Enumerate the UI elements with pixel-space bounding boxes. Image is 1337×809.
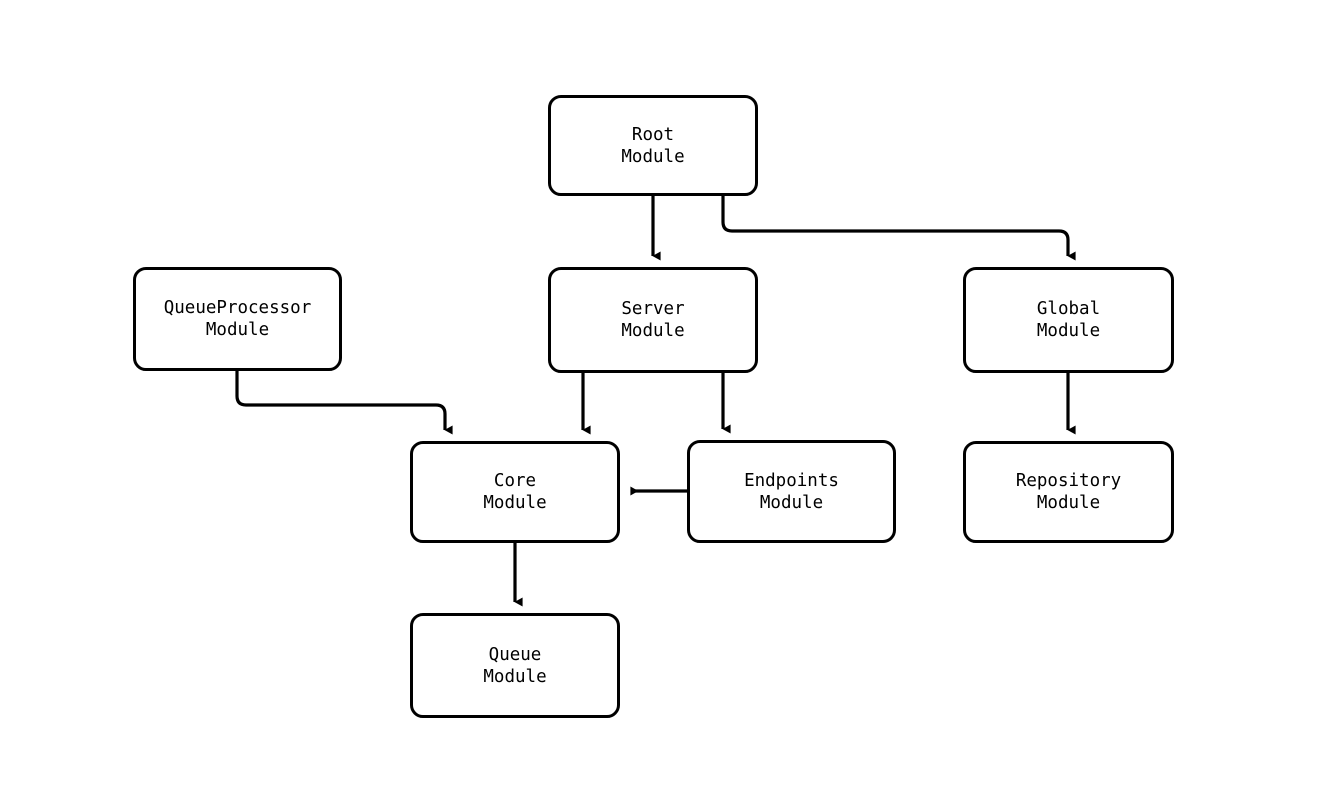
node-repository-module[interactable]: Repository Module bbox=[963, 441, 1174, 543]
node-queue-module-label-line1: Queue bbox=[488, 644, 542, 665]
node-queueprocessor-module-label-line1: QueueProcessor bbox=[163, 298, 312, 318]
node-core-module-label-line2: Module bbox=[483, 493, 547, 513]
node-server-module[interactable]: Server Module bbox=[548, 267, 758, 373]
node-root-module-label-line2: Module bbox=[621, 146, 685, 167]
node-global-module[interactable]: Global Module bbox=[963, 267, 1174, 373]
node-endpoints-module-label-line1: Endpoints bbox=[744, 470, 839, 491]
node-global-module-label-line2: Module bbox=[1036, 321, 1101, 341]
node-global-module-label-line1: Global bbox=[1036, 299, 1101, 319]
node-core-module[interactable]: Core Module bbox=[410, 441, 620, 543]
node-root-module-label-line1: Root bbox=[631, 124, 675, 145]
node-server-module-label-line2: Module bbox=[621, 321, 685, 341]
node-endpoints-module[interactable]: Endpoints Module bbox=[687, 440, 896, 543]
node-core-module-label-line1: Core bbox=[493, 471, 537, 491]
node-queue-module[interactable]: Queue Module bbox=[410, 613, 620, 718]
node-queue-module-label-line2: Module bbox=[483, 666, 547, 687]
node-repository-module-label-line1: Repository bbox=[1015, 471, 1122, 491]
node-queueprocessor-module-label-line2: Module bbox=[205, 320, 270, 340]
edge-root-to-global bbox=[721, 196, 1076, 261]
node-repository-module-label-line2: Module bbox=[1036, 493, 1101, 513]
edge-queueprocessor-to-core bbox=[235, 371, 453, 435]
node-root-module[interactable]: Root Module bbox=[548, 95, 758, 196]
node-queueprocessor-module[interactable]: QueueProcessor Module bbox=[133, 267, 342, 371]
node-endpoints-module-label-line2: Module bbox=[759, 492, 824, 513]
node-server-module-label-line1: Server bbox=[621, 299, 685, 319]
